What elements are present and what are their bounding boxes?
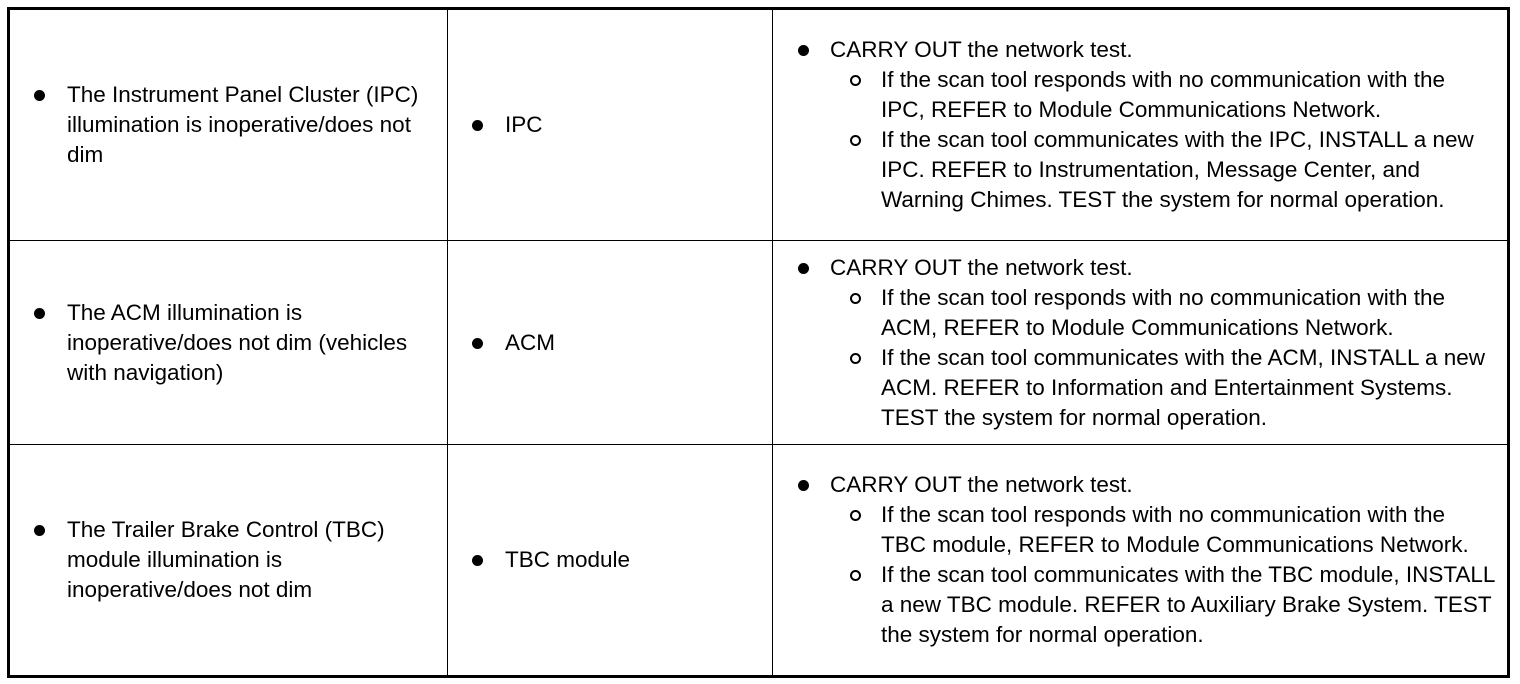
source-cell: TBC module (447, 444, 773, 677)
bullet-icon (798, 262, 809, 274)
bullet-icon (798, 480, 809, 491)
bullet-icon (472, 337, 483, 349)
condition-cell: The Instrument Panel Cluster (IPC) illum… (8, 8, 448, 241)
action-text: CARRY OUT the network test. (830, 37, 1133, 62)
ring-bullet-icon (850, 570, 861, 581)
sub-action-text: If the scan tool responds with no commun… (881, 502, 1469, 557)
condition-text: The Trailer Brake Control (TBC) module i… (67, 517, 385, 602)
condition-cell: The Trailer Brake Control (TBC) module i… (8, 444, 448, 677)
ring-bullet-icon (850, 75, 861, 86)
condition-cell: The ACM illumination is inoperative/does… (8, 240, 448, 445)
bullet-icon (34, 525, 45, 536)
source-cell: IPC (447, 8, 773, 241)
sub-action-item: If the scan tool communicates with the A… (830, 343, 1495, 433)
source-cell: ACM (447, 240, 773, 445)
ring-bullet-icon (850, 135, 861, 146)
sub-action-item: If the scan tool responds with no commun… (830, 283, 1495, 343)
sub-action-item: If the scan tool responds with no commun… (830, 65, 1495, 125)
ring-bullet-icon (850, 352, 861, 364)
bullet-icon (472, 555, 483, 566)
source-text: IPC (505, 112, 543, 137)
action-cell: CARRY OUT the network test. If the scan … (772, 240, 1509, 445)
sub-action-list: If the scan tool responds with no commun… (830, 500, 1495, 650)
condition-text: The ACM illumination is inoperative/does… (67, 299, 408, 385)
ring-bullet-icon (850, 292, 861, 304)
condition-text: The Instrument Panel Cluster (IPC) illum… (67, 82, 419, 167)
sub-action-text: If the scan tool communicates with the A… (881, 344, 1486, 430)
action-cell: CARRY OUT the network test. If the scan … (772, 8, 1509, 241)
sub-action-list: If the scan tool responds with no commun… (830, 283, 1495, 433)
sub-action-text: If the scan tool communicates with the T… (881, 562, 1495, 647)
sub-action-text: If the scan tool communicates with the I… (881, 127, 1474, 212)
sub-action-item: If the scan tool responds with no commun… (830, 500, 1495, 560)
action-text: CARRY OUT the network test. (830, 254, 1133, 280)
diagnostic-table: The Instrument Panel Cluster (IPC) illum… (7, 7, 1510, 678)
sub-action-text: If the scan tool responds with no commun… (881, 67, 1446, 122)
source-text: ACM (505, 329, 555, 355)
sub-action-item: If the scan tool communicates with the T… (830, 560, 1495, 650)
table-row: The Instrument Panel Cluster (IPC) illum… (8, 8, 1509, 241)
bullet-icon (34, 90, 45, 101)
bullet-icon (798, 45, 809, 56)
bullet-icon (472, 120, 483, 131)
sub-action-list: If the scan tool responds with no commun… (830, 65, 1495, 215)
action-text: CARRY OUT the network test. (830, 472, 1133, 497)
sub-action-text: If the scan tool responds with no commun… (881, 284, 1446, 340)
table-row: The Trailer Brake Control (TBC) module i… (8, 444, 1509, 677)
ring-bullet-icon (850, 510, 861, 521)
action-cell: CARRY OUT the network test. If the scan … (772, 444, 1509, 677)
sub-action-item: If the scan tool communicates with the I… (830, 125, 1495, 215)
table-row: The ACM illumination is inoperative/does… (8, 240, 1509, 445)
bullet-icon (34, 307, 45, 319)
source-text: TBC module (505, 547, 631, 572)
